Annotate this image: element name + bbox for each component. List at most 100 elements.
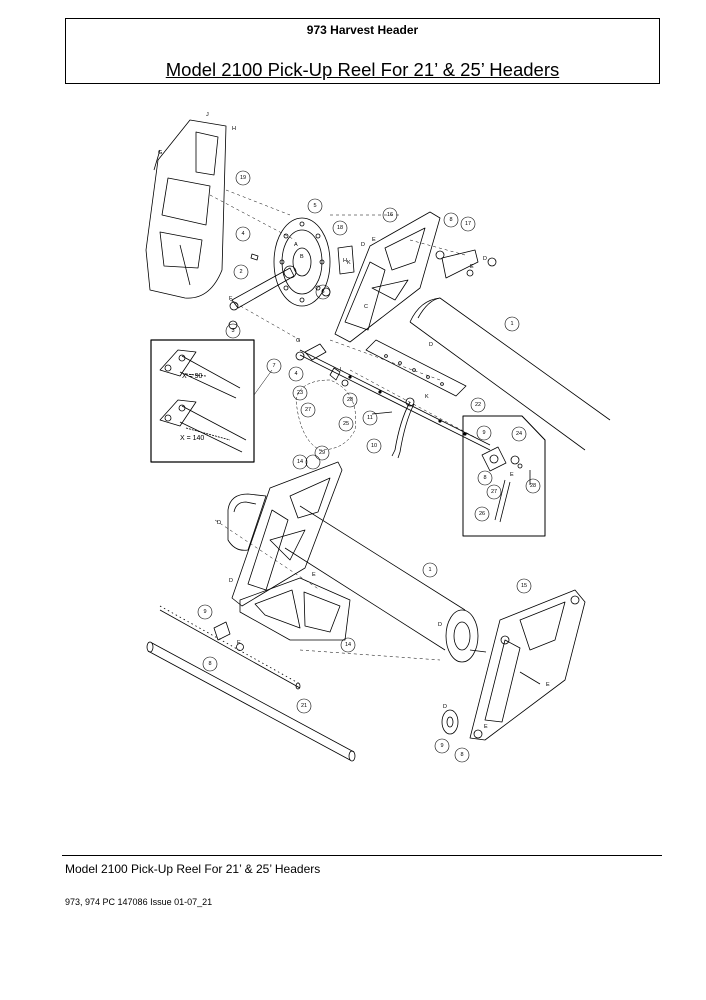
left-end-plate: [145, 119, 227, 299]
spider-frame-lower-a: [231, 461, 343, 607]
inset-label-x140: X = 140: [180, 435, 204, 442]
letter-H: H: [232, 126, 236, 132]
letter-H2: H: [343, 258, 347, 264]
letter-B: B: [300, 254, 304, 260]
bearing-housing-lower: [213, 621, 231, 641]
callout-18: 18: [337, 225, 343, 231]
reel-tube-lower: [284, 505, 466, 651]
callout-14b: 14: [345, 642, 351, 648]
callout-25: 25: [343, 421, 349, 427]
letter-L: L: [340, 367, 343, 373]
bolt: [250, 253, 259, 261]
tine-bar: [365, 339, 467, 397]
callout-26: 26: [479, 511, 485, 517]
callout-3: 3: [231, 328, 234, 334]
callout-28b: 28: [530, 483, 536, 489]
spring-tine: [391, 397, 415, 459]
hub-disc: [273, 217, 331, 307]
inset-detail-bearing: [462, 415, 546, 537]
letter-A: A: [294, 242, 298, 248]
callout-23: 23: [297, 390, 303, 396]
bushing: [473, 729, 483, 739]
callout-11: 11: [367, 415, 373, 421]
spider-frame-lower-b: [239, 577, 351, 641]
callout-16: 16: [387, 212, 393, 218]
callout-21: 21: [301, 703, 307, 709]
bearing-bore: [446, 716, 454, 728]
footer-divider: [62, 855, 662, 856]
letter-K: K: [425, 394, 429, 400]
footer-doc-reference: 973, 974 PC 147086 Issue 01-07_21: [65, 897, 213, 907]
letter-J: J: [206, 112, 209, 118]
reel-tine-rod: [146, 641, 356, 762]
letter-D2: D: [429, 342, 433, 348]
callout-5: 5: [313, 203, 316, 209]
callout-27b: 27: [491, 489, 497, 495]
bushing: [487, 257, 497, 267]
callout-28: 28: [347, 397, 353, 403]
bushing: [435, 250, 445, 260]
callout-24: 24: [516, 431, 522, 437]
letter-E4: E: [237, 640, 241, 646]
bracket: [337, 245, 355, 275]
callout-8c: 8: [460, 752, 463, 758]
letter-E: E: [372, 237, 376, 243]
end-disc-left: [227, 493, 267, 551]
callout-14: 14: [297, 459, 303, 465]
callout-1: 1: [510, 321, 513, 327]
callout-6: 6: [321, 289, 324, 295]
inset-detail-7: [150, 339, 255, 463]
callout-15: 15: [521, 583, 527, 589]
tine-shaft: [299, 349, 491, 451]
footer-title: Model 2100 Pick-Up Reel For 21’ & 25’ He…: [65, 862, 321, 876]
letter-E5: E: [546, 682, 550, 688]
callout-circles: [197, 170, 541, 763]
letter-E7: E: [510, 472, 514, 478]
bushing: [466, 269, 474, 277]
letter-D4: D: [229, 578, 233, 584]
callout-19: 19: [240, 175, 246, 181]
callout-17: 17: [465, 221, 471, 227]
letter-G: G: [158, 150, 162, 156]
callout-7: 7: [272, 363, 275, 369]
callout-27: 27: [305, 407, 311, 413]
callout-4b: 4: [294, 371, 297, 377]
bearing: [295, 351, 305, 361]
letter-G2: G: [296, 338, 300, 344]
letter-D: D: [361, 242, 365, 248]
leader-line: [253, 369, 273, 396]
letter-D6: D: [443, 704, 447, 710]
right-end-plate: [469, 589, 586, 741]
crank-arm: [229, 265, 297, 311]
bushing: [341, 379, 349, 387]
callout-group: [295, 379, 356, 451]
tine-clip: [329, 367, 341, 381]
bearing-housing: [304, 343, 327, 361]
inset-label-x90: X = 90: [182, 373, 203, 380]
reel-tube-upper: [409, 297, 611, 451]
callout-9c: 9: [440, 743, 443, 749]
callout-10: 10: [371, 443, 377, 449]
letter-D3: D: [217, 520, 221, 526]
callout-9: 9: [482, 430, 485, 436]
callout-9b: 9: [203, 609, 206, 615]
letter-K2: K: [347, 260, 351, 266]
callout-8: 8: [449, 217, 452, 223]
callout-29: 29: [319, 450, 325, 456]
hub-end: [445, 609, 487, 663]
spider-frame-upper: [334, 211, 441, 343]
letter-D7: D: [483, 256, 487, 262]
callout-4: 4: [241, 231, 244, 237]
callout-22: 22: [475, 402, 481, 408]
letter-D5: D: [438, 622, 442, 628]
letter-E2: E: [470, 264, 474, 270]
bracket-plate: [441, 249, 479, 279]
callout-8d: 8: [208, 661, 211, 667]
letter-E3: E: [312, 572, 316, 578]
page-title: Model 2100 Pick-Up Reel For 21’ & 25’ He…: [165, 59, 560, 80]
tine-shaft-lower: [159, 605, 301, 690]
letter-C: C: [364, 304, 368, 310]
header-box: 973 Harvest Header Model 2100 Pick-Up Re…: [65, 18, 660, 84]
letter-E6: E: [484, 724, 488, 730]
